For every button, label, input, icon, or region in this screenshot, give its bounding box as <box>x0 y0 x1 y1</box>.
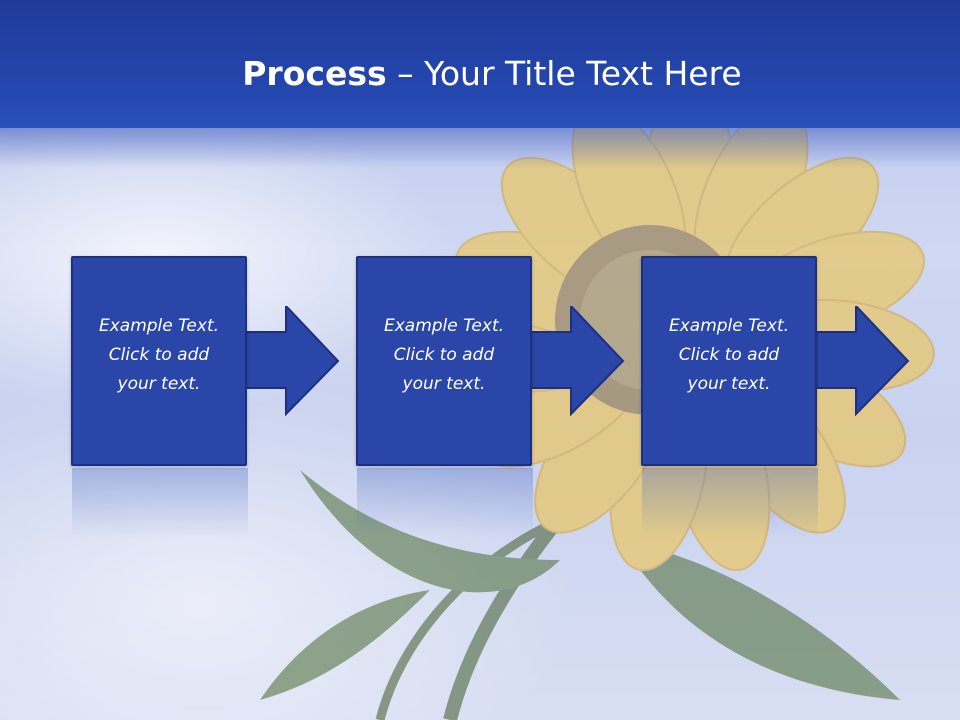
right-arrow-icon <box>814 306 910 416</box>
page-title[interactable]: Process – Your Title Text Here <box>0 52 960 96</box>
process-step-1[interactable]: Example Text. Click to add your text. <box>71 256 247 466</box>
process-step-2[interactable]: Example Text. Click to add your text. <box>356 256 532 466</box>
header-band <box>0 0 960 128</box>
process-step-3[interactable]: Example Text. Click to add your text. <box>641 256 817 466</box>
step-box <box>356 256 532 466</box>
title-bold-part: Process <box>242 54 387 93</box>
step-3-reflection <box>642 468 818 538</box>
step-box <box>71 256 247 466</box>
step-1-reflection <box>72 468 248 538</box>
step-text[interactable]: Example Text. Click to add your text. <box>383 316 505 394</box>
right-arrow-icon <box>529 306 625 416</box>
step-box <box>641 256 817 466</box>
title-rest: – Your Title Text Here <box>386 54 742 93</box>
header-fade <box>0 128 960 168</box>
step-text[interactable]: Example Text. Click to add your text. <box>98 316 220 394</box>
step-2-reflection <box>357 468 533 538</box>
right-arrow-icon <box>244 306 340 416</box>
step-text[interactable]: Example Text. Click to add your text. <box>668 316 790 394</box>
